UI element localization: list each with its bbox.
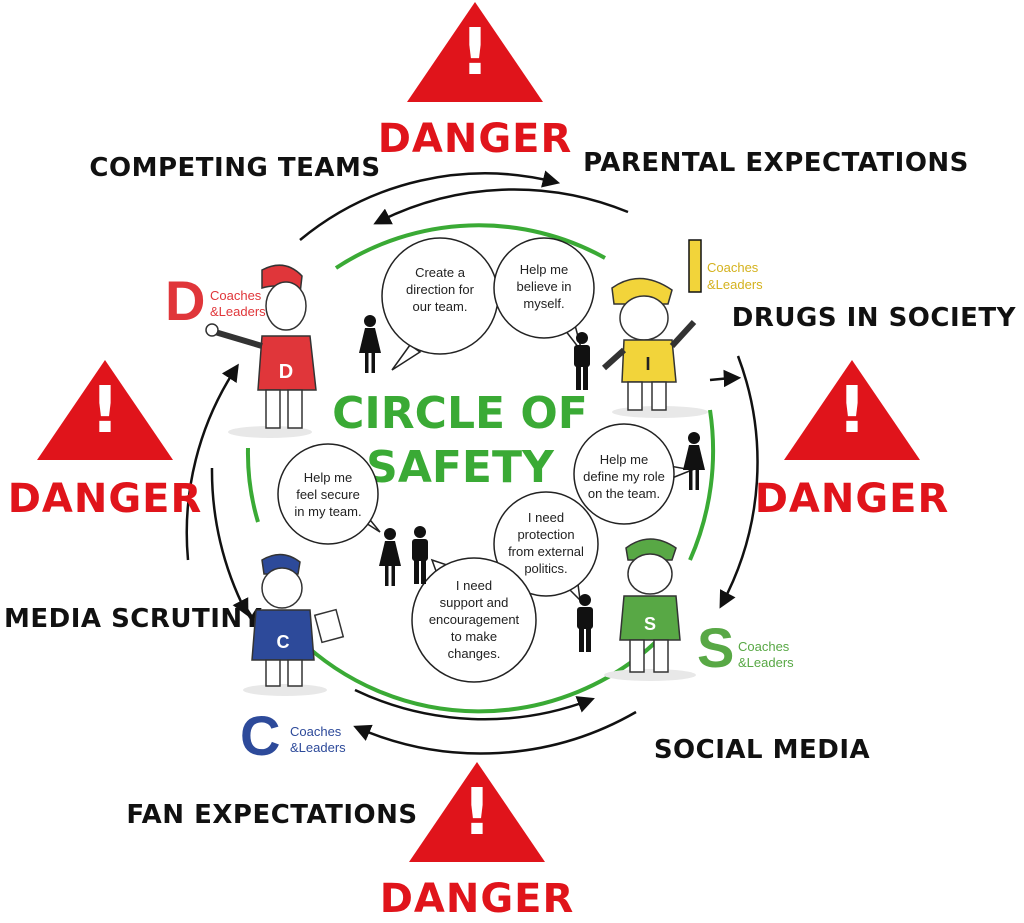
leader-label-i: Coaches &Leaders: [688, 239, 763, 293]
bubble-protection-line3: from external: [508, 544, 584, 559]
bubble-believe-line1: Help me: [520, 262, 568, 277]
woman-icon: [359, 315, 381, 373]
bubble-support-line2: support and: [440, 595, 509, 610]
man-icon: [412, 526, 428, 584]
man-icon: [577, 594, 593, 652]
exclamation-mark: !: [90, 374, 119, 448]
bubble-support-line5: changes.: [448, 646, 501, 661]
cartoon-coach-i: I: [601, 277, 708, 418]
bubble-support-line1: I need: [456, 578, 492, 593]
bubble-direction-line1: Create a: [415, 265, 466, 280]
leader-role-s-line2: &Leaders: [738, 655, 794, 670]
bubble-support-line4: to make: [451, 629, 497, 644]
speech-bubble-secure: Help me feel secure in my team.: [277, 443, 381, 545]
leader-role-s-line1: Coaches: [738, 639, 790, 654]
shirt-letter-d: D: [279, 361, 293, 383]
bubble-secure-line3: in my team.: [294, 504, 361, 519]
speech-bubble-protection: I need protection from external politics…: [493, 491, 599, 603]
bubble-role-line2: define my role: [583, 469, 665, 484]
leader-role-c-line1: Coaches: [290, 724, 342, 739]
leader-letter-i: [688, 239, 702, 293]
bubble-direction-line3: our team.: [413, 299, 468, 314]
bubble-believe-line2: believe in: [517, 279, 572, 294]
threat-drugs-in-society: DRUGS IN SOCIETY: [732, 303, 1017, 333]
shirt-letter-c: C: [277, 632, 290, 652]
threat-competing-teams: COMPETING TEAMS: [89, 153, 380, 183]
shirt-letter-s: S: [644, 614, 656, 634]
center-title-line1: CIRCLE OF: [332, 388, 588, 439]
leader-role-c-line2: &Leaders: [290, 740, 346, 755]
leader-label-c: C Coaches &Leaders: [240, 704, 346, 767]
danger-label: DANGER: [8, 476, 203, 522]
cartoon-coach-c: C: [243, 553, 345, 696]
danger-label: DANGER: [378, 116, 573, 162]
threat-media-scrutiny: MEDIA SCRUTINY: [4, 604, 263, 634]
exclamation-mark: !: [460, 16, 489, 90]
shirt-letter-i: I: [645, 354, 650, 374]
danger-warning-bottom: ! DANGER: [380, 762, 575, 922]
bubble-role-line3: on the team.: [588, 486, 660, 501]
bubble-secure-line2: feel secure: [296, 487, 360, 502]
danger-warning-left: ! DANGER: [8, 360, 203, 522]
leader-label-d: D Coaches &Leaders: [165, 269, 266, 332]
bubble-protection-line1: I need: [528, 510, 564, 525]
threat-social-media: SOCIAL MEDIA: [654, 735, 870, 765]
leader-label-s: S Coaches &Leaders: [697, 616, 794, 679]
cartoon-coach-d: D: [205, 264, 317, 438]
woman-icon: [683, 432, 705, 490]
leader-letter-s: S: [697, 616, 734, 679]
leader-role-i-line2: &Leaders: [707, 277, 763, 292]
leader-role-d-line2: &Leaders: [210, 304, 266, 319]
threat-fan-expectations: FAN EXPECTATIONS: [126, 800, 417, 830]
speech-bubble-direction: Create a direction for our team.: [381, 237, 499, 371]
danger-label: DANGER: [755, 476, 950, 522]
woman-icon: [379, 528, 401, 586]
center-title-line2: SAFETY: [366, 442, 555, 493]
bubble-direction-line2: direction for: [406, 282, 475, 297]
exclamation-mark: !: [837, 374, 866, 448]
outer-arrows: [185, 170, 759, 755]
exclamation-mark: !: [462, 776, 491, 850]
leader-role-i-line1: Coaches: [707, 260, 759, 275]
cartoon-coach-s: S: [604, 538, 696, 681]
leader-letter-c: C: [240, 704, 280, 767]
speech-bubble-support: I need support and encouragement to make…: [411, 557, 537, 683]
danger-label: DANGER: [380, 876, 575, 922]
bubble-role-line1: Help me: [600, 452, 648, 467]
danger-warning-top: ! DANGER: [378, 2, 573, 162]
bubble-secure-line1: Help me: [304, 470, 352, 485]
leader-letter-d: D: [165, 269, 205, 332]
bubble-protection-line2: protection: [517, 527, 574, 542]
danger-warning-right: ! DANGER: [755, 360, 950, 522]
speech-bubble-role: Help me define my role on the team.: [573, 423, 695, 525]
leader-role-d-line1: Coaches: [210, 288, 262, 303]
bubble-protection-line4: politics.: [524, 561, 567, 576]
threat-parental-expectations: PARENTAL EXPECTATIONS: [583, 148, 969, 178]
bubble-believe-line3: myself.: [523, 296, 564, 311]
bubble-support-line3: encouragement: [429, 612, 520, 627]
